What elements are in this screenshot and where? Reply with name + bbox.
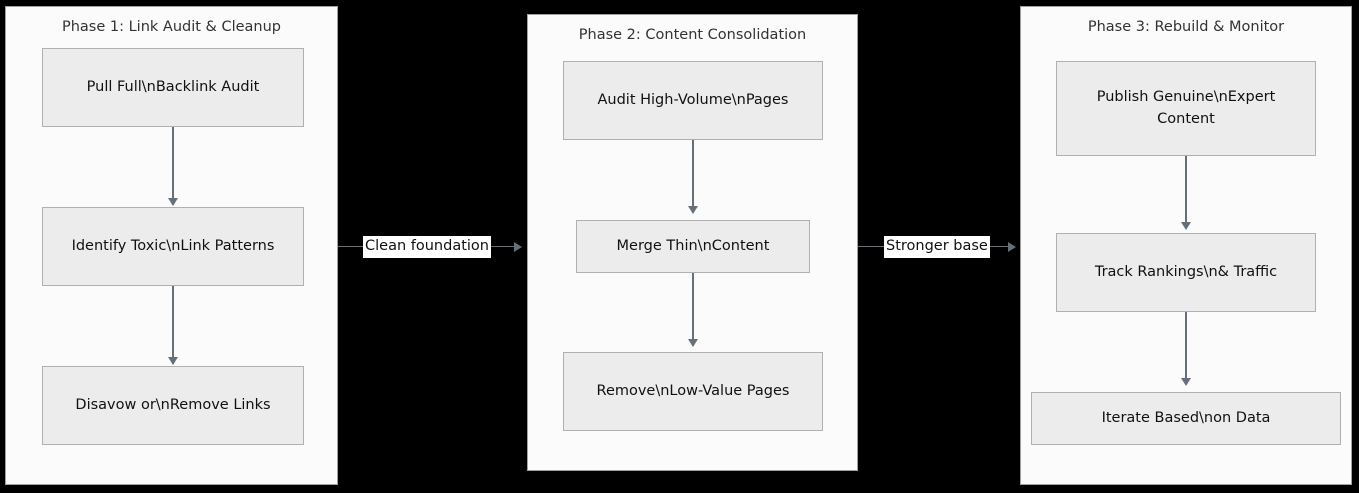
edge-p1-n1-to-n2: [172, 127, 174, 205]
subgraph-phase-2-title: Phase 2: Content Consolidation: [578, 27, 807, 43]
arrowhead-p3-n1-to-n2: [1181, 222, 1191, 230]
node-iterate-based-on-data[interactable]: Iterate Based\non Data: [1031, 392, 1341, 445]
edge-p3-n2-to-n3: [1185, 312, 1187, 384]
node-identify-toxic-link-patterns[interactable]: Identify Toxic\nLink Patterns: [42, 207, 304, 286]
node-publish-genuine-expert-content[interactable]: Publish Genuine\nExpert Content: [1056, 61, 1316, 156]
arrowhead-phase1-to-phase2: [514, 242, 522, 252]
subgraph-phase-1-title: Phase 1: Link Audit & Cleanup: [61, 19, 282, 35]
subgraph-phase-3-title: Phase 3: Rebuild & Monitor: [1087, 19, 1285, 35]
node-merge-thin-content[interactable]: Merge Thin\nContent: [576, 220, 810, 273]
edge-label-stronger-base: Stronger base: [884, 236, 990, 258]
arrowhead-p1-n1-to-n2: [168, 198, 178, 206]
node-audit-high-volume-pages[interactable]: Audit High-Volume\nPages: [563, 61, 823, 140]
node-remove-low-value-pages[interactable]: Remove\nLow-Value Pages: [563, 352, 823, 431]
node-disavow-or-remove-links[interactable]: Disavow or\nRemove Links: [42, 366, 304, 445]
node-pull-full-backlink-audit[interactable]: Pull Full\nBacklink Audit: [42, 48, 304, 127]
edge-p3-n1-to-n2: [1185, 156, 1187, 228]
arrowhead-p3-n2-to-n3: [1181, 378, 1191, 386]
edge-p2-n2-to-n3: [692, 273, 694, 346]
arrowhead-p2-n1-to-n2: [688, 206, 698, 214]
edge-p2-n1-to-n2: [692, 140, 694, 212]
arrowhead-p2-n2-to-n3: [688, 339, 698, 347]
node-track-rankings-and-traffic[interactable]: Track Rankings\n& Traffic: [1056, 233, 1316, 312]
arrowhead-phase2-to-phase3: [1008, 242, 1016, 252]
edge-p1-n2-to-n3: [172, 286, 174, 364]
edge-label-clean-foundation: Clean foundation: [363, 236, 491, 258]
arrowhead-p1-n2-to-n3: [168, 357, 178, 365]
